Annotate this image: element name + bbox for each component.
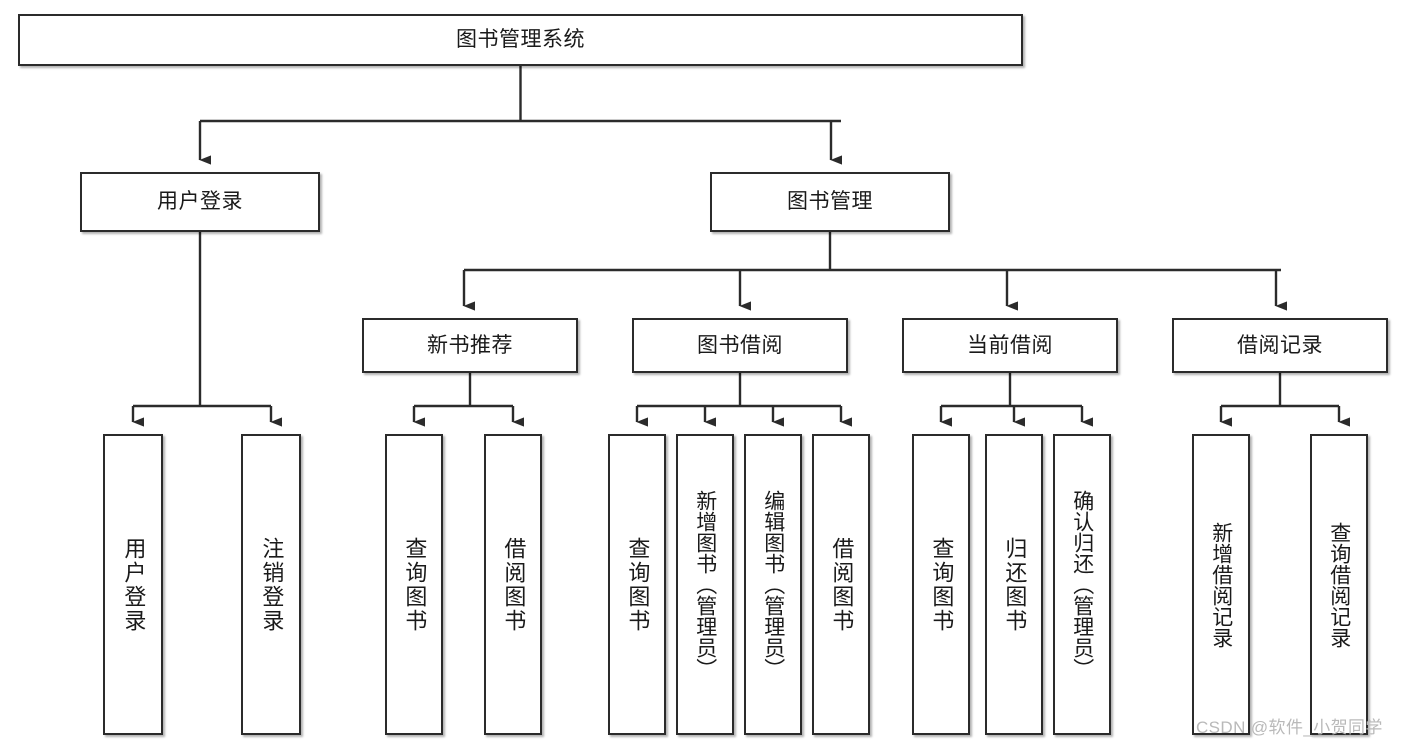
node-book-borrow[interactable]: 图书借阅 <box>632 318 848 373</box>
node-leaf-query-book-3[interactable]: 查询图书 <box>912 434 970 735</box>
node-new-book-rec[interactable]: 新书推荐 <box>362 318 578 373</box>
edge-userlogin-to-leaves <box>131 232 282 427</box>
node-borrow-record[interactable]: 借阅记录 <box>1172 318 1388 373</box>
edge-bookborrow-to-leaves <box>635 373 852 427</box>
node-leaf-logout-label: 注销登录 <box>259 536 285 633</box>
node-user-login-label: 用户登录 <box>157 190 243 214</box>
node-leaf-query-book-3-label: 查询图书 <box>929 536 955 633</box>
node-leaf-user-login-label: 用户登录 <box>121 536 147 633</box>
node-leaf-edit-book[interactable]: 编辑图书（管理员） <box>744 434 802 735</box>
node-leaf-query-book-1[interactable]: 查询图书 <box>385 434 443 735</box>
watermark-text: CSDN @软件_小贺同学 <box>1196 718 1383 737</box>
node-leaf-query-book-1-label: 查询图书 <box>402 536 428 633</box>
node-book-manage-label: 图书管理 <box>787 190 873 214</box>
node-user-login[interactable]: 用户登录 <box>80 172 320 232</box>
node-book-borrow-label: 图书借阅 <box>697 333 783 357</box>
node-leaf-borrow-book-2-label: 借阅图书 <box>829 536 855 633</box>
node-leaf-add-book-label: 新增图书（管理员） <box>693 490 717 679</box>
node-leaf-return-book[interactable]: 归还图书 <box>985 434 1043 735</box>
node-leaf-logout[interactable]: 注销登录 <box>241 434 301 735</box>
node-leaf-query-book-2[interactable]: 查询图书 <box>608 434 666 735</box>
node-borrow-record-label: 借阅记录 <box>1237 333 1323 357</box>
node-leaf-borrow-book-1-label: 借阅图书 <box>501 536 527 633</box>
node-leaf-return-book-label: 归还图书 <box>1002 536 1028 633</box>
node-leaf-query-book-2-label: 查询图书 <box>625 536 651 633</box>
node-leaf-query-record-label: 查询借阅记录 <box>1327 521 1351 648</box>
node-leaf-borrow-book-1[interactable]: 借阅图书 <box>484 434 542 735</box>
node-leaf-edit-book-label: 编辑图书（管理员） <box>761 490 785 679</box>
node-leaf-borrow-book-2[interactable]: 借阅图书 <box>812 434 870 735</box>
edge-borrowrecord-to-leaves <box>1219 373 1350 427</box>
node-leaf-confirm-return[interactable]: 确认归还（管理员） <box>1053 434 1111 735</box>
node-leaf-add-record-label: 新增借阅记录 <box>1209 521 1233 648</box>
node-current-borrow-label: 当前借阅 <box>967 333 1053 357</box>
node-root[interactable]: 图书管理系统 <box>18 14 1023 66</box>
edge-newbookrec-to-leaves <box>412 373 524 427</box>
node-leaf-add-book[interactable]: 新增图书（管理员） <box>676 434 734 735</box>
node-leaf-confirm-return-label: 确认归还（管理员） <box>1070 490 1094 679</box>
node-book-manage[interactable]: 图书管理 <box>710 172 950 232</box>
edge-root-to-level2 <box>198 66 842 165</box>
node-leaf-user-login[interactable]: 用户登录 <box>103 434 163 735</box>
node-leaf-add-record[interactable]: 新增借阅记录 <box>1192 434 1250 735</box>
node-root-label: 图书管理系统 <box>456 28 585 52</box>
node-current-borrow[interactable]: 当前借阅 <box>902 318 1118 373</box>
node-new-book-rec-label: 新书推荐 <box>427 333 513 357</box>
node-leaf-query-record[interactable]: 查询借阅记录 <box>1310 434 1368 735</box>
edge-bookmanage-to-level3 <box>462 232 1287 311</box>
edge-currentborrow-to-leaves <box>939 373 1093 427</box>
